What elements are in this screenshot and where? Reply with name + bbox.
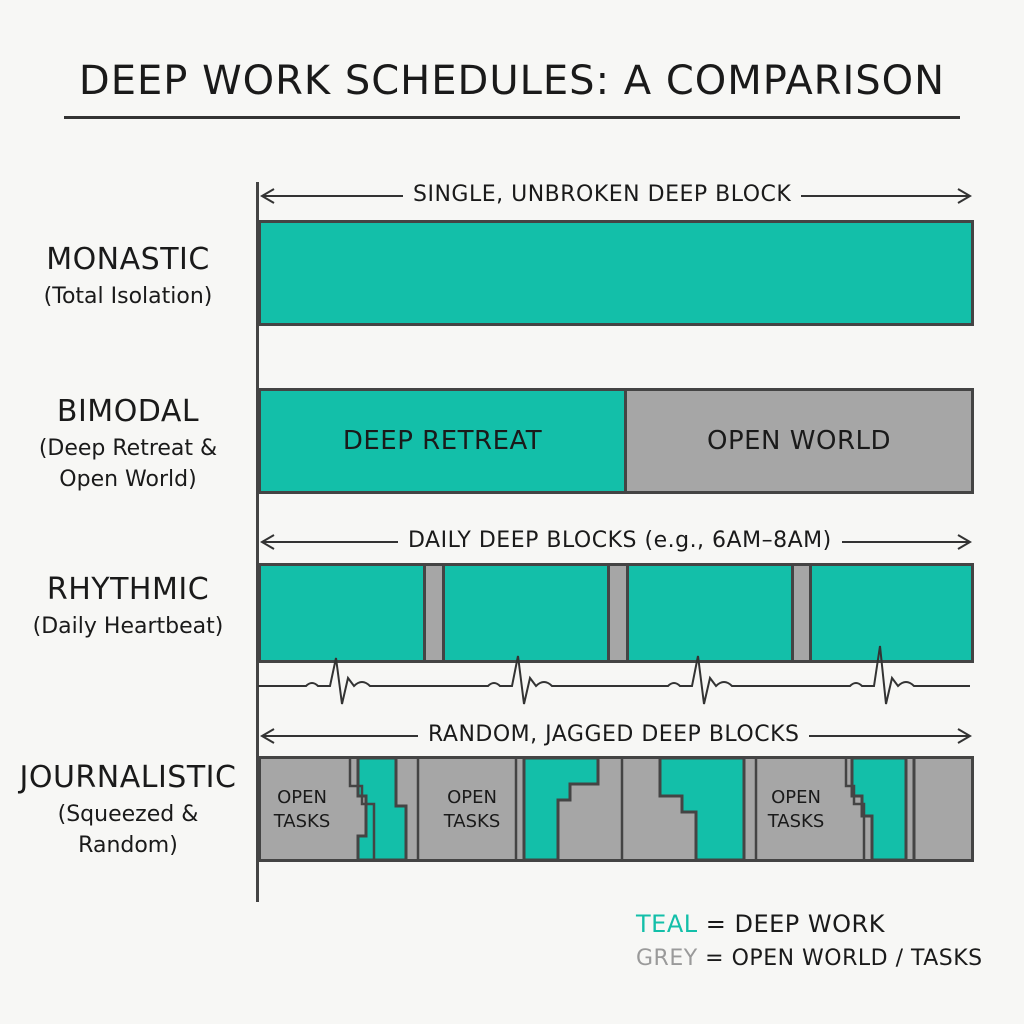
span-note-rhythmic: DAILY DEEP BLOCKS (e.g., 6AM–8AM) xyxy=(398,528,842,553)
row-subtitle: (Total Isolation) xyxy=(43,284,213,309)
legend-teal-meaning: = DEEP WORK xyxy=(697,910,885,938)
journalistic-bar xyxy=(258,756,974,862)
row-label-journalistic: JOURNALISTIC (Squeezed & Random) xyxy=(0,760,256,861)
timeline-axis xyxy=(256,182,259,902)
legend-grey-meaning: = OPEN WORLD / TASKS xyxy=(697,946,983,971)
open-tasks-tag: OPEN TASKS xyxy=(432,786,512,834)
row-label-rhythmic: RHYTHMIC (Daily Heartbeat) xyxy=(0,572,256,642)
row-label-bimodal: BIMODAL (Deep Retreat & Open World) xyxy=(0,394,256,495)
rhythmic-deep-block xyxy=(626,566,794,660)
rhythmic-deep-block xyxy=(442,566,610,660)
heartbeat-line xyxy=(258,645,970,705)
legend-grey-word: GREY xyxy=(636,946,698,971)
journalistic-deep-block xyxy=(522,756,600,862)
bimodal-deep-segment: DEEP RETREAT xyxy=(261,391,627,491)
open-tasks-tag: OPEN TASKS xyxy=(756,786,836,834)
row-name: JOURNALISTIC xyxy=(19,760,237,795)
tag-line-1: OPEN xyxy=(771,787,821,808)
span-note-monastic: SINGLE, UNBROKEN DEEP BLOCK xyxy=(403,182,802,207)
bimodal-open-segment: OPEN WORLD xyxy=(627,391,971,491)
tag-line-1: OPEN xyxy=(447,787,497,808)
legend-grey: GREY = OPEN WORLD / TASKS xyxy=(636,946,983,971)
open-tasks-tag: OPEN TASKS xyxy=(262,786,342,834)
page-title: DEEP WORK SCHEDULES: A COMPARISON xyxy=(78,58,946,104)
row-subtitle-line-2: Random) xyxy=(78,833,178,858)
row-name: MONASTIC xyxy=(46,242,210,277)
monastic-deep-block xyxy=(258,220,974,326)
bimodal-bar: DEEP RETREAT OPEN WORLD xyxy=(258,388,974,494)
span-note-journalistic: RANDOM, JAGGED DEEP BLOCKS xyxy=(418,722,810,747)
tag-line-1: OPEN xyxy=(277,787,327,808)
rhythmic-deep-block xyxy=(261,566,426,660)
row-subtitle: (Daily Heartbeat) xyxy=(32,614,224,639)
row-subtitle-line-1: (Deep Retreat & xyxy=(38,436,218,461)
journalistic-deep-block xyxy=(356,756,408,862)
legend-teal-word: TEAL xyxy=(636,910,698,938)
journalistic-deep-block xyxy=(658,756,746,862)
rhythmic-bar xyxy=(258,563,974,663)
row-subtitle-line-2: Open World) xyxy=(59,467,197,492)
row-label-monastic: MONASTIC (Total Isolation) xyxy=(0,242,256,312)
tag-line-2: TASKS xyxy=(273,811,331,832)
tag-line-2: TASKS xyxy=(443,811,501,832)
legend-teal: TEAL = DEEP WORK xyxy=(636,910,885,938)
journalistic-deep-block xyxy=(850,756,908,862)
row-name: BIMODAL xyxy=(56,394,200,429)
row-name: RHYTHMIC xyxy=(46,572,210,607)
tag-line-2: TASKS xyxy=(767,811,825,832)
rhythmic-deep-block xyxy=(809,566,971,660)
row-subtitle-line-1: (Squeezed & xyxy=(57,802,199,827)
title-underline xyxy=(64,116,960,119)
